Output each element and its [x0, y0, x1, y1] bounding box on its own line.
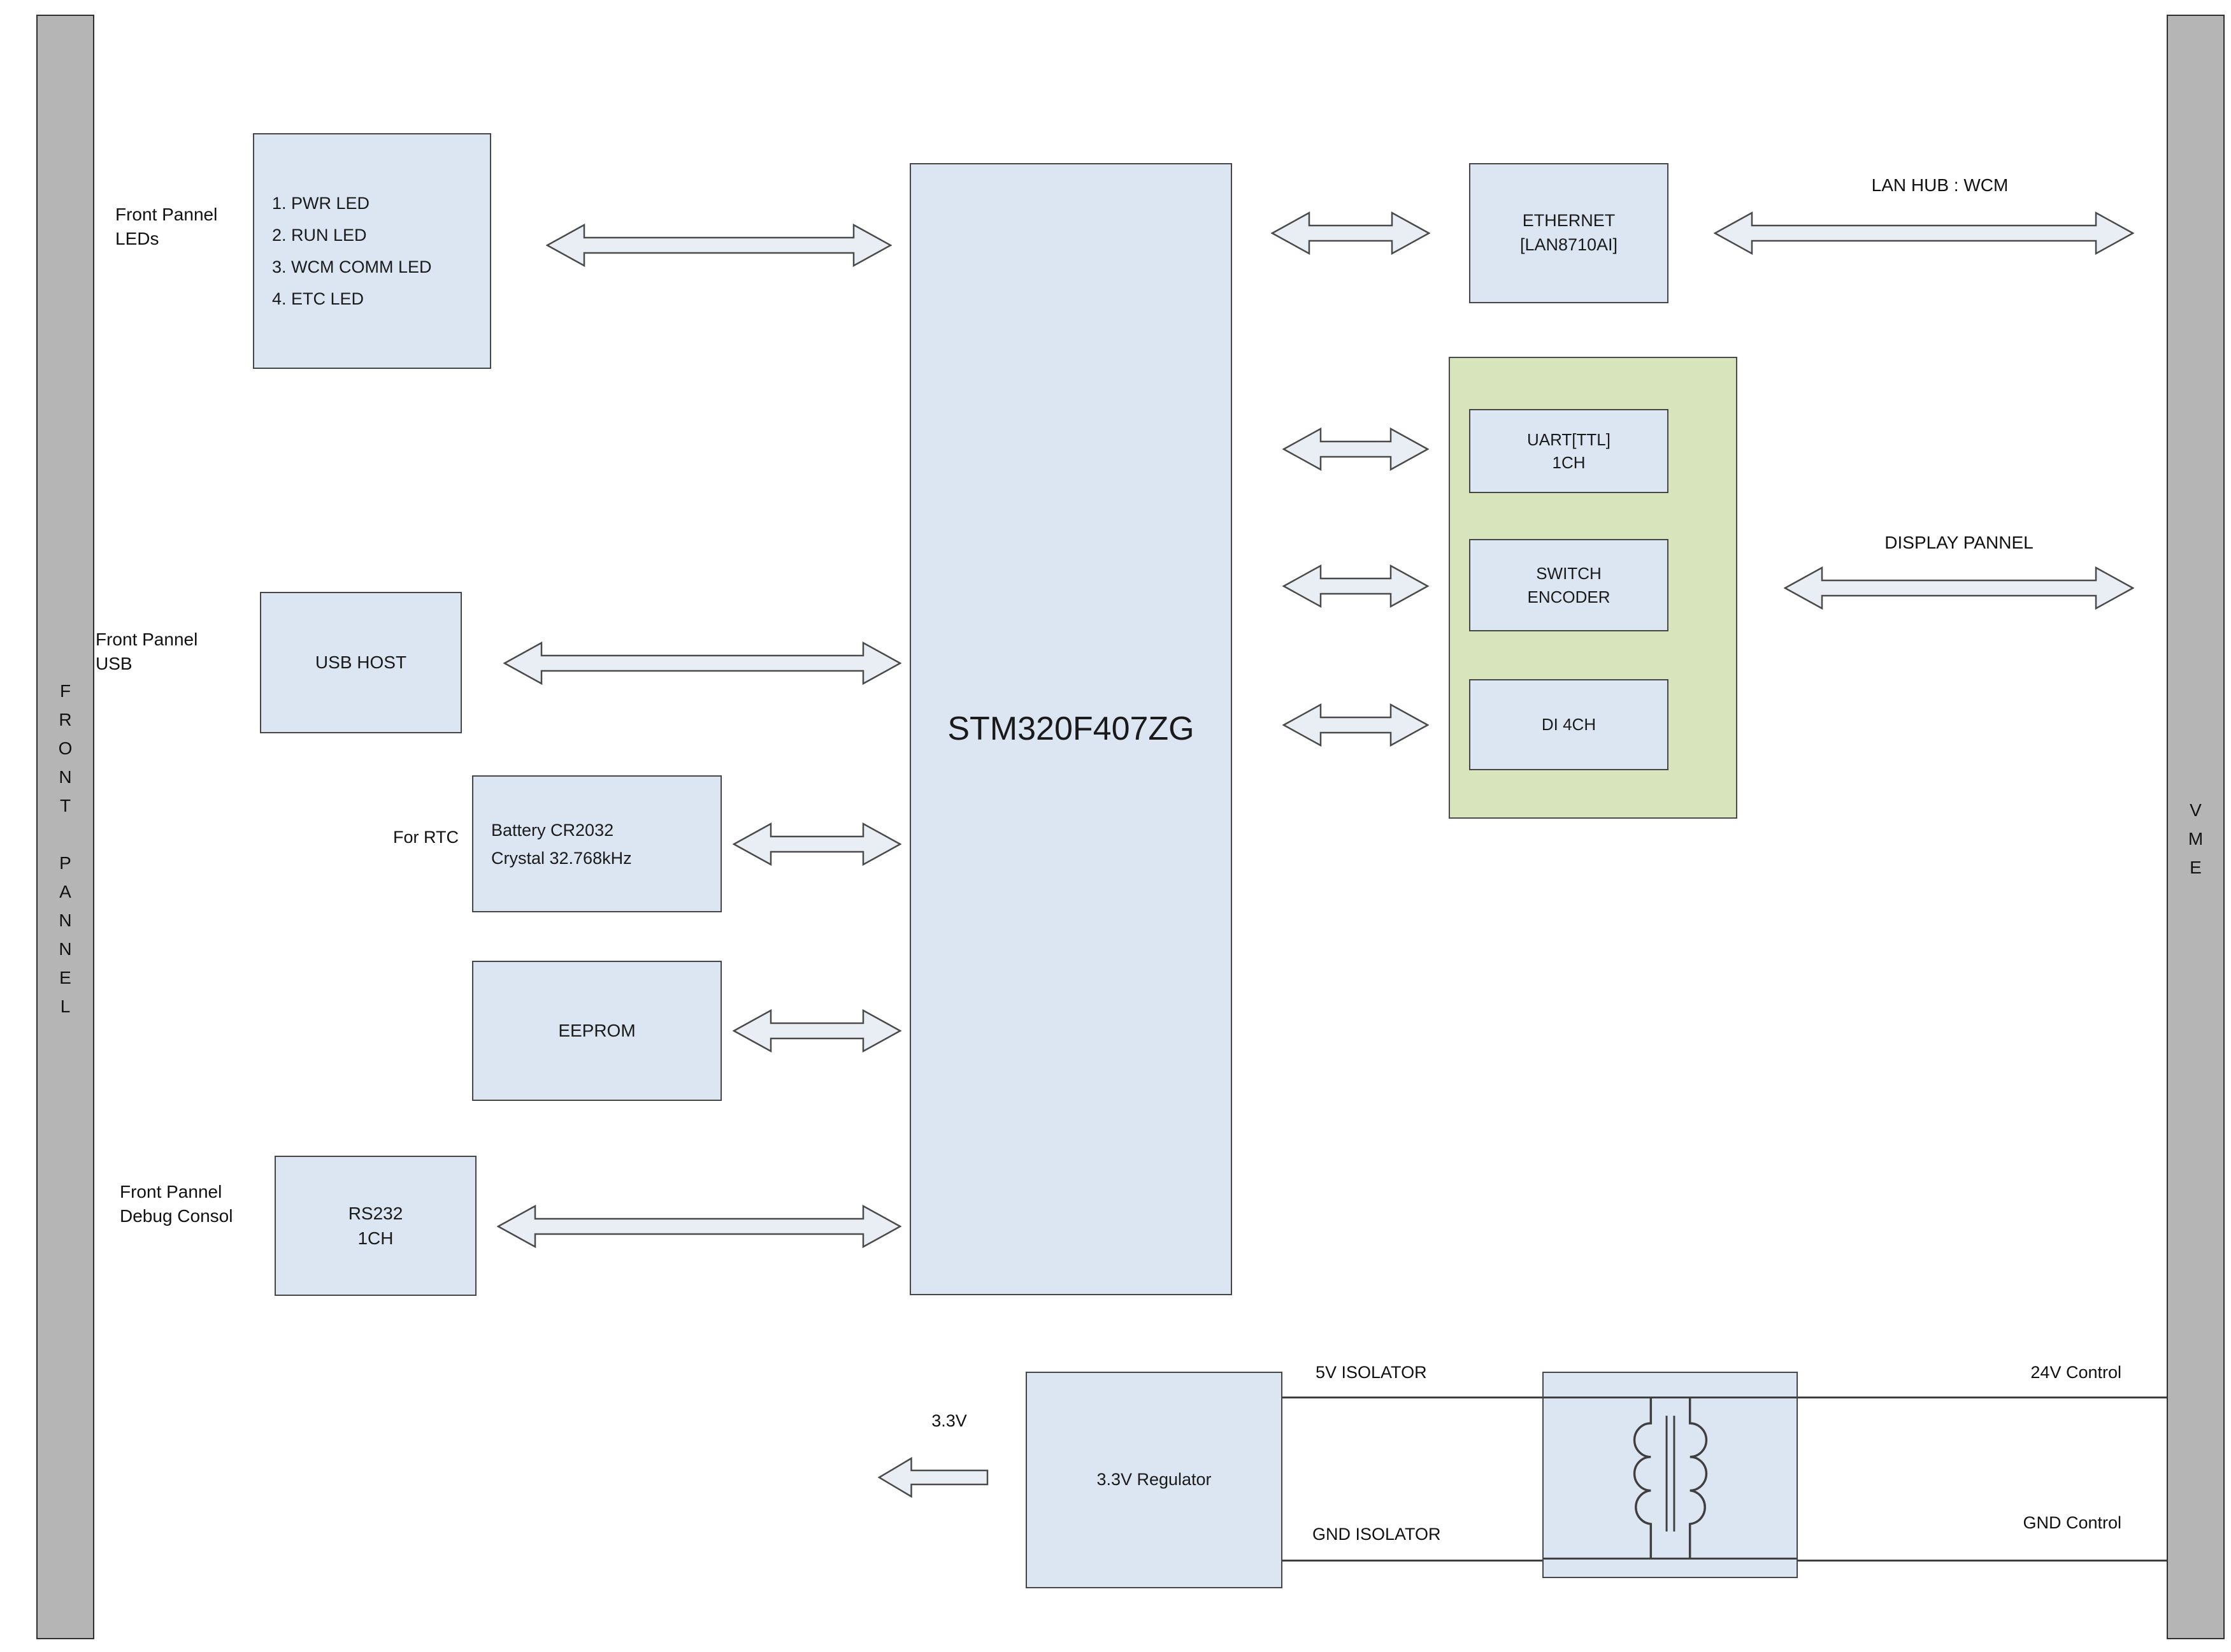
mcu-di-arrow: [1282, 703, 1429, 747]
front-panel-bar: F R O N T P A N N E L: [36, 15, 94, 1639]
v33-output-arrow: [878, 1456, 989, 1498]
di-box: DI 4CH: [1469, 679, 1668, 770]
ethernet-lanhub-arrow: [1714, 211, 2134, 255]
front-panel-bar-label: F R O N T P A N N E L: [58, 681, 73, 1016]
vme-bar-label: V M E: [2188, 800, 2204, 877]
mcu-switch-arrow: [1282, 564, 1429, 608]
uart-box: UART[TTL] 1CH: [1469, 409, 1668, 493]
v33-label: 3.3V: [931, 1411, 967, 1430]
led-arrow: [546, 223, 892, 268]
vme-bar: V M E: [2167, 15, 2225, 1639]
led-box: 1. PWR LED 2. RUN LED 3. WCM COMM LED 4.…: [253, 133, 491, 369]
display-panel-label: DISPLAY PANNEL: [1884, 533, 2034, 552]
mcu-ethernet-arrow: [1271, 211, 1430, 255]
switch-encoder-box: SWITCH ENCODER: [1469, 539, 1668, 631]
mcu-label: STM320F407ZG: [947, 710, 1194, 748]
front-panel-leds-label: Front Pannel LEDs: [115, 205, 218, 248]
for-rtc-label: For RTC: [392, 828, 459, 847]
rtc-arrow: [733, 822, 901, 866]
control-24v-label: 24V Control: [2030, 1363, 2121, 1382]
control-gnd-label: GND Control: [2023, 1513, 2121, 1532]
mcu-uart-arrow: [1282, 427, 1429, 471]
ethernet-box: ETHERNET [LAN8710AI]: [1469, 163, 1668, 303]
isolator-5v-label: 5V ISOLATOR: [1316, 1363, 1427, 1382]
display-panel-arrow: [1784, 566, 2134, 610]
regulator-box: 3.3V Regulator: [1026, 1372, 1282, 1588]
eeprom-box: EEPROM: [472, 961, 722, 1101]
usb-host-box: USB HOST: [260, 592, 462, 733]
isolation-transformer-box: [1542, 1372, 1798, 1578]
usb-arrow: [503, 641, 901, 686]
eeprom-arrow: [733, 1009, 901, 1053]
rs232-arrow: [497, 1204, 901, 1249]
rtc-battery-box: Battery CR2032 Crystal 32.768kHz: [472, 775, 722, 912]
lan-hub-label: LAN HUB : WCM: [1871, 175, 2009, 195]
rs232-box: RS232 1CH: [275, 1156, 477, 1296]
front-panel-usb-label: Front Pannel USB: [96, 629, 198, 673]
front-panel-debug-label: Front Pannel Debug Consol: [120, 1182, 233, 1226]
isolator-gnd-label: GND ISOLATOR: [1312, 1525, 1441, 1544]
transformer-symbol-icon: [1544, 1397, 1797, 1560]
mcu-box: STM320F407ZG: [910, 163, 1232, 1295]
